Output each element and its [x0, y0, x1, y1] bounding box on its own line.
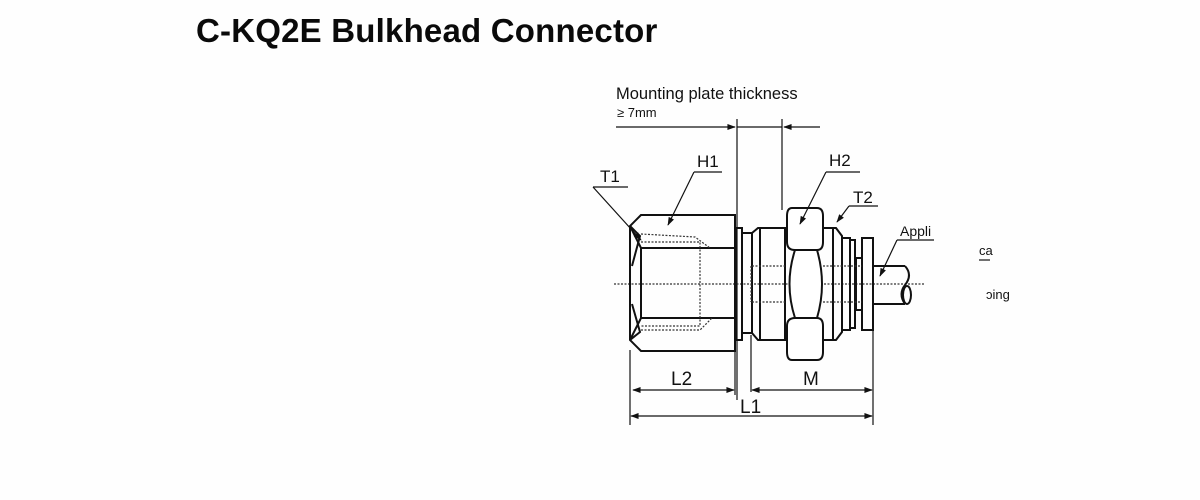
mounting-plate-value: ≥ 7mm: [617, 105, 657, 120]
clipped-text-fragment: ɔing: [986, 287, 1010, 302]
clipped-text-fragment: ca: [979, 243, 994, 258]
svg-text:T1: T1: [600, 167, 620, 186]
svg-text:H1: H1: [697, 152, 719, 171]
dimension-lines: [629, 330, 874, 425]
tubing: [873, 265, 912, 305]
hex-body-h1: [629, 214, 736, 352]
dimension-l2: L2: [671, 369, 692, 390]
callout-h1: H1: [667, 152, 722, 226]
svg-text:H2: H2: [829, 151, 851, 170]
callout-t2: T2: [836, 188, 878, 223]
dimension-l1: L1: [740, 397, 761, 418]
page-title: C-KQ2E Bulkhead Connector: [196, 12, 658, 49]
mounting-plate-label: Mounting plate thickness: [616, 85, 798, 103]
callout-h2: H2: [799, 151, 860, 225]
hex-nut-h2: [786, 207, 824, 361]
svg-text:T2: T2: [853, 188, 873, 207]
dimension-m: M: [803, 369, 819, 390]
callout-t1: T1: [592, 167, 642, 241]
threaded-body: [750, 227, 786, 341]
fitting-body-right: [823, 227, 874, 341]
svg-text:Appli: Appli: [900, 223, 931, 239]
callout-applicable-tubing: Appli: [879, 223, 934, 277]
